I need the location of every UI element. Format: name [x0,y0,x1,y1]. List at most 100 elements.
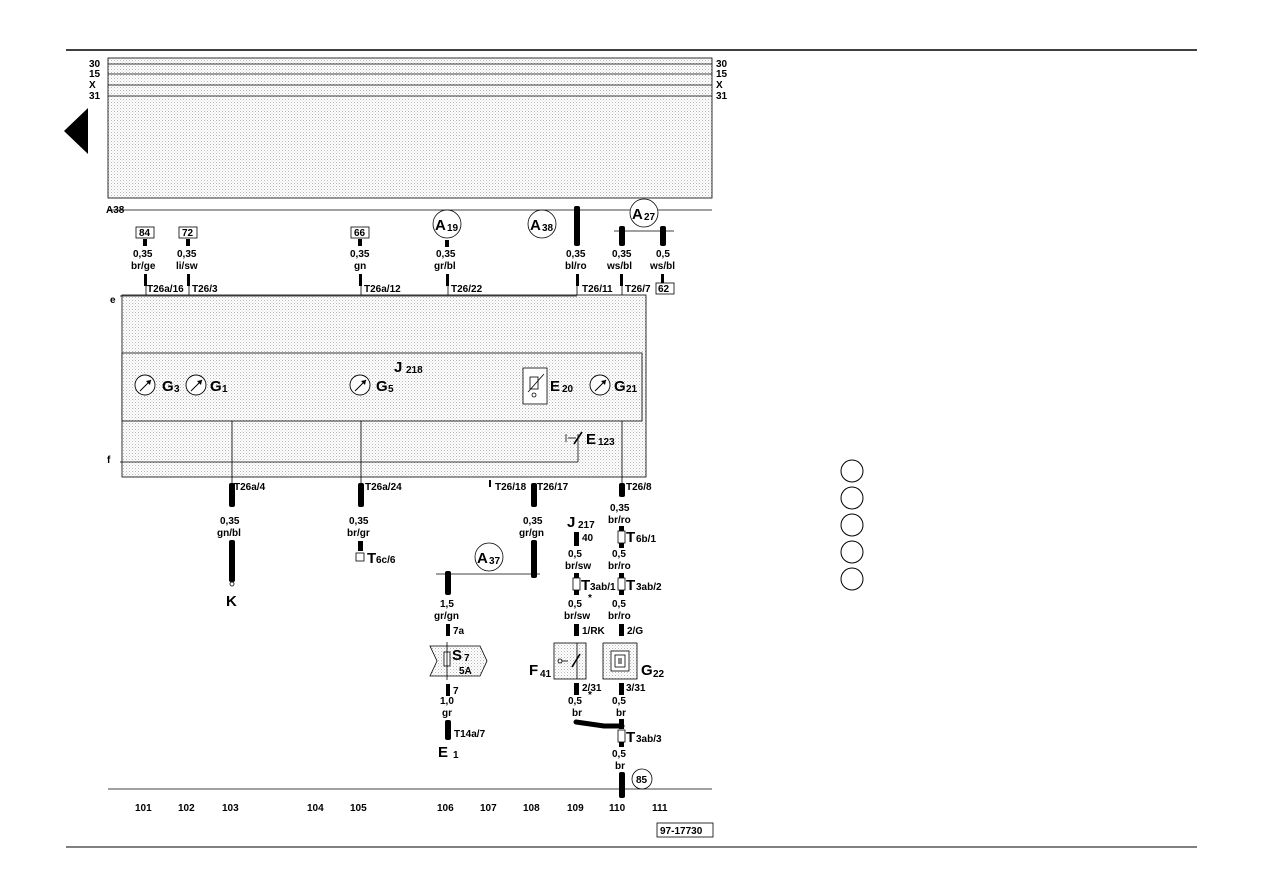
wire-p4-color: gn/bl [217,528,241,539]
reference-box-72 [178,226,198,239]
bus-label-left-3: 31 [89,91,101,102]
previous-page-arrow-icon[interactable] [64,108,88,154]
ground-label: A38 [106,205,125,216]
wire-84-stub [143,239,147,246]
wire-p17-thick [531,483,537,507]
wire-p4-thick [229,483,235,507]
wire-72-stub-lower [187,274,190,286]
wire-a38-color: bl/ro [565,261,587,272]
reference-84-label: 84 [139,228,151,239]
circle-a19-sub: 19 [447,223,459,234]
lamp-e1-letter: E [438,744,448,761]
wire-p8-pin: T26/8 [626,482,652,493]
wire-a19-size: 0,35 [436,249,456,260]
switch-f41-icon [557,643,581,679]
control-unit-name-sub: 218 [406,365,423,376]
connector-t3ab1-stub-bot [574,590,579,595]
circle-a38 [527,209,557,239]
bus-label-left-2: X [89,80,96,91]
connector-t3ab1-stub-top [574,573,579,578]
wire-66-color: gn [354,261,366,272]
switch-e123-sub: 123 [598,437,615,448]
connector-t6b-stub-bot [619,543,624,548]
wire-p24-size: 0,35 [349,516,369,527]
fuse-s7-sub: 7 [464,653,470,664]
wire-gnd-size: 0,5 [612,749,626,760]
wire-f41-star-in: * [588,593,592,604]
legend-circle-4 [840,540,864,564]
wire-84-stub-lower [144,274,147,286]
wire-p17-pin: T26/17 [537,482,569,493]
wire-a27a-thick [619,226,625,246]
wire-g22-thick [619,719,624,729]
rheostat-e20-letter: E [550,378,560,395]
bus-label-right-2: X [716,80,723,91]
circle-a27-letter: A [632,206,643,223]
connector-t6c-icon [355,552,365,562]
wire-s7-out-color: gr [442,708,452,719]
gauge-g1-icon [185,374,207,396]
wire-p4-pin: T26a/4 [234,482,266,493]
control-unit-j218-box [121,352,643,422]
wire-a27a-size: 0,35 [612,249,632,260]
wire-84-pin: T26a/16 [147,284,184,295]
connector-t3ab1-sub: 3ab/1 [590,582,616,593]
sensor-g22-sub: 22 [653,669,665,680]
wire-a19-pin: T26/22 [451,284,483,295]
column-110: 110 [609,803,626,814]
connector-t3ab3-icon [617,729,626,743]
wire-p24-thick [358,483,364,507]
circle-a19-letter: A [435,217,446,234]
ground-point-85-label: 85 [636,775,648,786]
wire-f41-ground-path [573,719,625,729]
wire-f41-color-out: br [572,708,582,719]
wire-84-size: 0,35 [133,249,153,260]
circle-a27-sub: 27 [644,212,656,223]
control-unit-name: J [394,359,402,376]
unit-j217-letter: J [567,514,575,531]
reference-72-label: 72 [182,228,194,239]
connector-t3ab2-stub-bot [619,590,624,595]
wire-gnd-thick [619,772,625,798]
wire-84-color: br/ge [131,261,156,272]
wire-a38-size: 0,35 [566,249,586,260]
wire-p18-stub [489,480,491,487]
connector-t6b-stub-top [619,526,624,531]
sensor-g22-letter: G [641,662,653,679]
wire-f41-color-in: br/sw [564,611,590,622]
edge-label-f: f [107,455,111,466]
wire-a27a-color: ws/bl [606,261,632,272]
wire-s7-out-thick [445,720,451,740]
column-102: 102 [178,803,195,814]
circle-a37 [474,542,504,572]
wire-a19-color: gr/bl [434,261,456,272]
column-107: 107 [480,803,497,814]
sensor-g22-pin-top: 2/G [627,626,643,637]
connector-t14a: T14a/7 [454,729,486,740]
reference-box-66 [350,226,370,239]
wire-p8c-color: br/ro [608,611,631,622]
wire-g22-in-stub [619,624,624,636]
wire-f41-size-in: 0,5 [568,599,582,610]
reference-62-label: 62 [658,284,670,295]
column-103: 103 [222,803,239,814]
figure-code-box [656,822,714,838]
connector-t3ab2-letter: T [626,577,635,594]
connector-t6b-letter: T [626,529,635,546]
gauge-g3-icon [134,374,156,396]
edge-label-e: e [110,295,116,306]
destination-k: K [226,593,237,610]
wire-a27b-thick [660,226,666,246]
wire-66-size: 0,35 [350,249,370,260]
wire-p24-color: br/gr [347,528,370,539]
circle-a19 [432,209,462,239]
wire-a19-stub [445,240,449,247]
bus-label-right-0: 30 [716,59,728,70]
unit-j217-sub: 217 [578,520,595,531]
wire-a38-pin: T26/11 [582,284,613,295]
wire-p8-color: br/ro [608,515,631,526]
connector-t3ab2-stub-top [619,573,624,578]
column-111: 111 [652,803,668,814]
wire-gnd-color: br [615,761,625,772]
